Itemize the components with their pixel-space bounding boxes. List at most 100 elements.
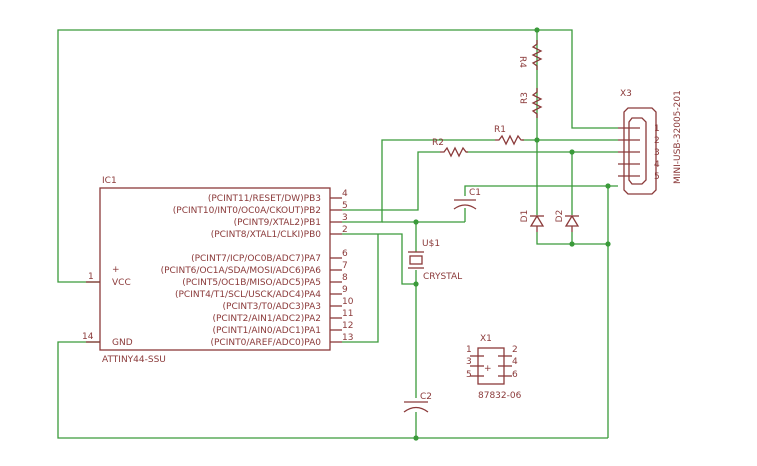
junction [413, 435, 419, 441]
ic1-pin-num: 4 [342, 189, 348, 199]
ic1-pin-label: GND [112, 338, 133, 348]
resistor-icon [440, 146, 468, 158]
junction [605, 241, 611, 247]
d2-label: D2 [555, 210, 565, 223]
x3-value: MINI-USB-32005-201 [673, 90, 683, 184]
capacitor-c1: C1 [453, 188, 481, 210]
header-x1: + 1 2 3 4 5 6 X1 87832-06 [466, 334, 522, 401]
header-pin-num: 6 [512, 370, 518, 380]
plus-icon: + [484, 364, 492, 374]
ic1-pin-num: 8 [342, 273, 348, 283]
ic1-right-pin-labels: (PCINT11/RESET/DW)PB3 (PCINT10/INT0/OC0A… [161, 194, 322, 348]
ic1-pin-label: (PCINT9/XTAL2)PB1 [234, 218, 321, 228]
c1-label: C1 [469, 188, 481, 198]
resistor-icon [495, 134, 524, 146]
usb-connector-outline [623, 107, 657, 195]
header-pin-num: 5 [466, 370, 472, 380]
header-pin-num: 4 [512, 357, 518, 367]
ic1-pin-label: (PCINT6/OC1A/SDA/MOSI/ADC6)PA6 [161, 266, 322, 276]
junction [605, 183, 611, 189]
ic1-pin-num: 14 [82, 332, 94, 342]
resistor-r3: R3 [520, 88, 543, 118]
capacitor-plate-curved [403, 406, 429, 413]
diode-icon [564, 214, 580, 227]
capacitor-c2: C2 [403, 392, 432, 413]
ic1-right-pin-numbers: 4 5 3 2 6 7 8 9 10 11 12 13 [342, 189, 354, 343]
junction [413, 219, 419, 225]
diode-d2: D2 [555, 210, 580, 232]
diode-gnd-wire [536, 232, 608, 245]
wires [57, 29, 618, 439]
capacitor-plate-curved [453, 204, 477, 210]
crystal-ref: U$1 [422, 239, 440, 249]
ic1-pin-label: (PCINT11/RESET/DW)PB3 [208, 194, 321, 204]
ic1-pin-num: 11 [342, 309, 353, 319]
ic1-pin-num: 13 [342, 333, 353, 343]
ic1-pin-num: 1 [88, 272, 94, 282]
ic1-pin-num: 7 [342, 261, 348, 271]
usb-pin-num: 3 [654, 148, 660, 158]
ic1-pin-num: 10 [342, 297, 354, 307]
resistor-r2: R2 [432, 138, 468, 158]
x3-ref: X3 [620, 89, 632, 99]
d1-label: D1 [520, 210, 530, 223]
junction [534, 27, 540, 33]
c1-top-wire [464, 185, 608, 196]
ic1-pin-label: (PCINT3/T0/ADC3)PA3 [223, 302, 321, 312]
plus-icon: + [112, 265, 120, 275]
crystal-u1: U$1 CRYSTAL [408, 239, 462, 282]
ic1-pin-num: 2 [342, 225, 348, 235]
ic1-right-pin-lines [330, 197, 342, 343]
usb-connector-inner [628, 117, 647, 185]
crystal-body [409, 255, 423, 265]
usb-gnd-wire [607, 185, 618, 438]
junction [413, 281, 419, 287]
ic1-pin-label: (PCINT1/AIN0/ADC1)PA1 [212, 326, 321, 336]
r4-label: R4 [517, 56, 527, 68]
resistor-r1: R1 [494, 125, 524, 146]
pb0-net [342, 233, 416, 285]
header-pin-num: 1 [466, 345, 472, 355]
ic1-pin-label: (PCINT7/ICP/OC0B/ADC7)PA7 [191, 254, 321, 264]
c2-label: C2 [420, 392, 432, 402]
r3-label: R3 [520, 92, 530, 104]
usb-connector-x3: 1 2 3 4 5 X3 MINI-USB-32005-201 [618, 89, 683, 195]
resistor-icon [531, 88, 543, 118]
resistor-icon [531, 40, 543, 70]
ic1-value: ATTINY44-SSU [102, 355, 166, 365]
x1-ref: X1 [480, 334, 492, 344]
junctions [413, 27, 611, 441]
usb-pin-num: 4 [654, 160, 660, 170]
ic1-body [99, 187, 331, 351]
crystal-value: CRYSTAL [423, 272, 462, 282]
ic1-pin-label: (PCINT2/AIN1/ADC2)PA2 [212, 314, 321, 324]
ic1-pin-num: 9 [342, 285, 348, 295]
junction [569, 241, 575, 247]
ic1-pin-label: (PCINT8/XTAL1/CLKI)PB0 [211, 230, 322, 240]
header-pin-num: 3 [466, 357, 472, 367]
ic1-pin-label: (PCINT0/AREF/ADC0)PA0 [210, 338, 321, 348]
pa0-net [342, 234, 379, 343]
vcc-net [57, 29, 618, 283]
ic1-pin-num: 12 [342, 321, 353, 331]
ic1-pin-label: VCC [112, 278, 131, 288]
ic1-ref: IC1 [102, 176, 117, 186]
r2-label: R2 [432, 138, 444, 148]
junction [569, 149, 575, 155]
x1-value: 87832-06 [478, 391, 522, 401]
junction [534, 137, 540, 143]
usb-pin-num: 2 [654, 136, 660, 146]
ic1-pin-label: (PCINT10/INT0/OC0A/CKOUT)PB2 [173, 206, 321, 216]
ic1-pin-label: (PCINT5/OC1B/MISO/ADC5)PA5 [182, 278, 321, 288]
resistor-r4: R4 [517, 40, 543, 70]
ic1-pin-num: 3 [342, 213, 348, 223]
ic1-pin-label: (PCINT4/T1/SCL/USCK/ADC4)PA4 [175, 290, 321, 300]
ic1-pin-num: 6 [342, 249, 348, 259]
ic1-pin-num: 5 [342, 201, 348, 211]
ic1: IC1 ATTINY44-SSU 1 VCC + 14 GND (PCINT11… [82, 176, 354, 365]
r1-label: R1 [494, 125, 506, 135]
header-pin-num: 2 [512, 345, 518, 355]
gnd-net [57, 341, 608, 439]
pb2-net [342, 151, 440, 211]
